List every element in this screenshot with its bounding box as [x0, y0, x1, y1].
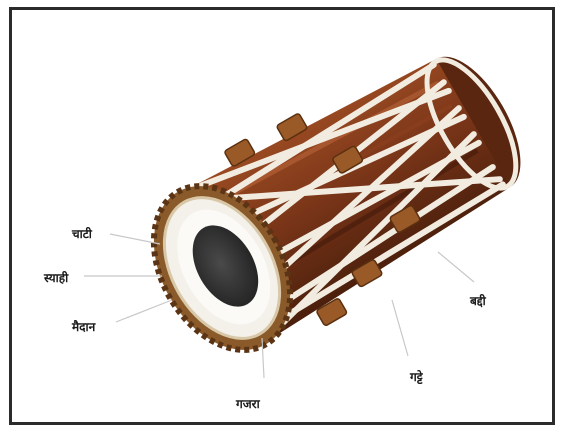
label-gajra: गजरा	[236, 395, 260, 412]
label-gattha: गट्टे	[410, 368, 423, 385]
label-maidan: मैदान	[72, 318, 95, 335]
label-chati: चाटी	[72, 225, 92, 242]
label-syahi: स्याही	[44, 269, 68, 286]
label-vaddhi: बद्दी	[470, 292, 486, 309]
